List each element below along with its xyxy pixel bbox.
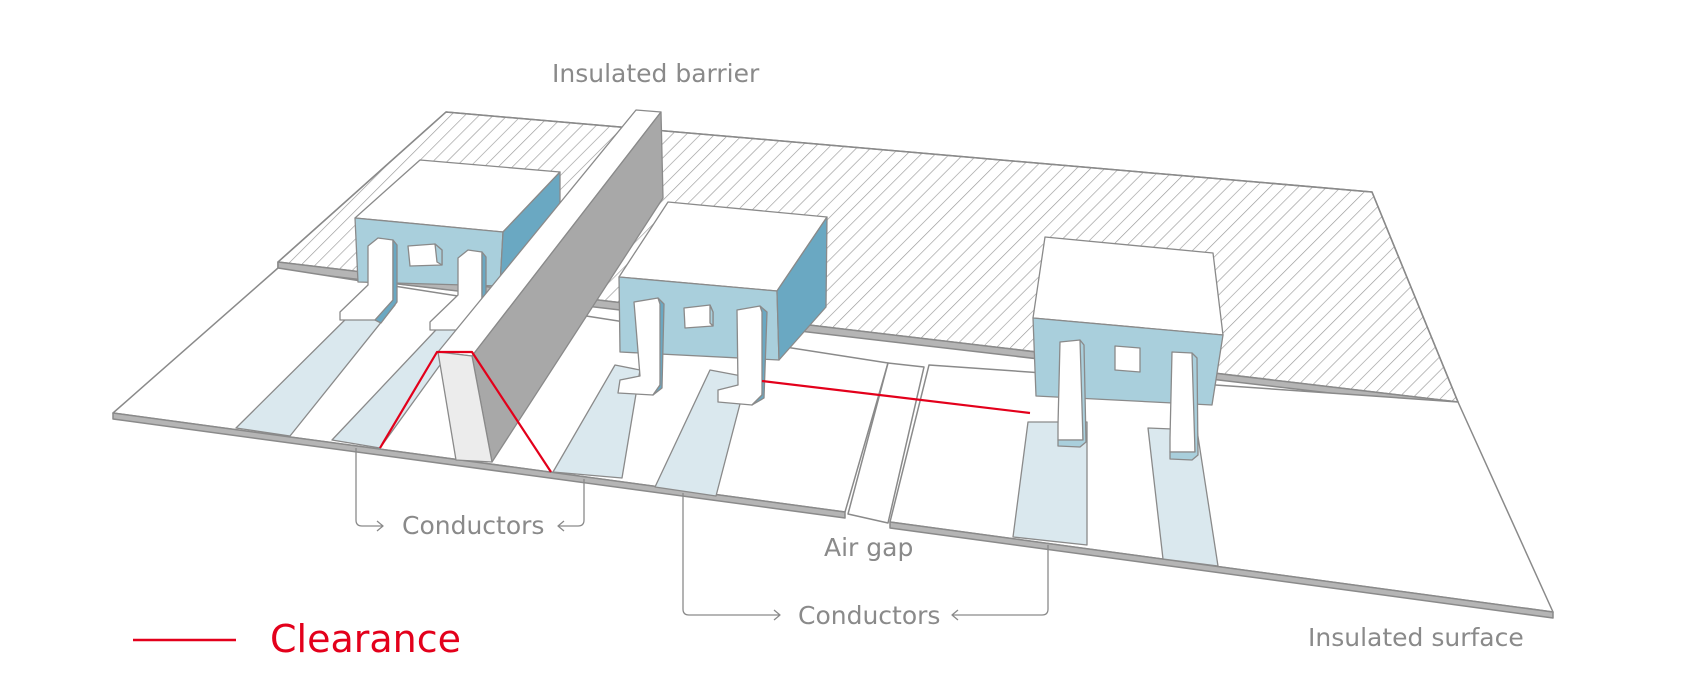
- component-3: [1032, 236, 1224, 461]
- conductors-right-label: Conductors: [798, 601, 940, 630]
- conductors-left-label: Conductors: [402, 511, 544, 540]
- conductors-right-bracket-end: [952, 545, 1049, 616]
- component-3-pin: [1169, 351, 1196, 453]
- insulated-barrier: [437, 109, 664, 463]
- air-gap-label: Air gap: [824, 533, 913, 562]
- right-board: [889, 364, 1554, 619]
- legend: Clearance: [133, 617, 461, 661]
- conductors-left-bracket-end: [558, 479, 585, 527]
- component-2: [617, 201, 828, 406]
- conductor-trace: [1012, 421, 1088, 546]
- conductor-traces: [235, 299, 1219, 567]
- clearance-legend-label: Clearance: [270, 617, 461, 661]
- conductors-right-bracket: [682, 493, 780, 616]
- clearance-line-air-gap: [761, 379, 1031, 415]
- callout-leaders: [355, 448, 1049, 621]
- clearance-lines: [379, 350, 1031, 473]
- air-gap-slot: [847, 362, 925, 524]
- conductors-left-bracket: [355, 448, 383, 527]
- component-3-pin: [1057, 339, 1084, 441]
- insulated-surface-label: Insulated surface: [1308, 623, 1524, 652]
- insulated-barrier-label: Insulated barrier: [552, 59, 760, 88]
- clearance-line-over-barrier: [379, 350, 552, 473]
